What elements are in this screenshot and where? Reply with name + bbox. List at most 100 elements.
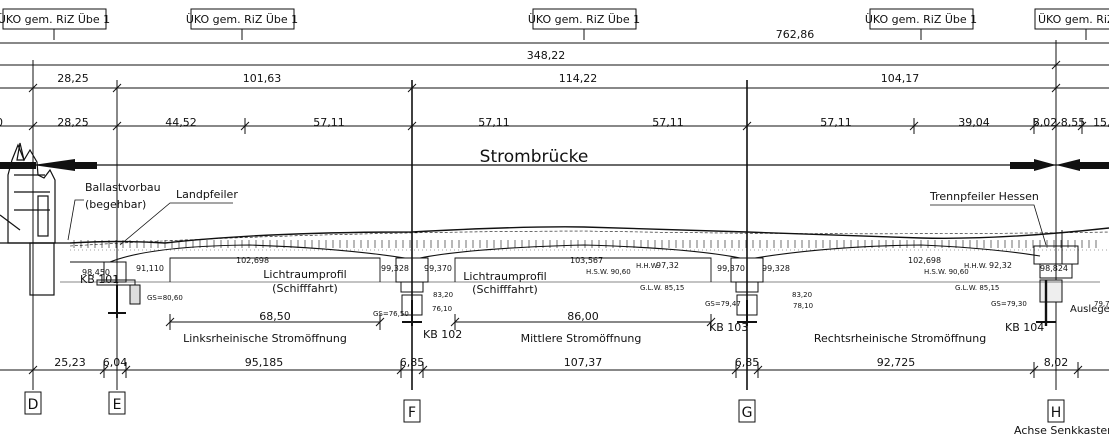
svg-text:57,11: 57,11	[652, 116, 684, 129]
svg-text:57,11: 57,11	[820, 116, 852, 129]
svg-text:6,04: 6,04	[103, 356, 128, 369]
label-trennpfeiler: Trennpfeiler Hessen	[929, 190, 1047, 246]
svg-text:83,20: 83,20	[433, 291, 453, 299]
bridge-tower-left	[0, 142, 70, 296]
pier-kb104	[1033, 230, 1079, 326]
svg-text:8,55: 8,55	[1061, 116, 1086, 129]
svg-text:86,00: 86,00	[567, 310, 599, 323]
reference-box: ÜKO gem. RiZ Übe 1	[865, 8, 977, 40]
svg-text:Lichtraumprofil: Lichtraumprofil	[463, 270, 546, 283]
svg-text:ÜKO gem. RiZ Übe 1: ÜKO gem. RiZ Übe 1	[1038, 13, 1109, 26]
water-levels: H.H.W. H.H.W. H.S.W. 90,60 H.S.W. 90,60 …	[586, 262, 999, 292]
reference-box: ÜKO gem. RiZ Übe 1	[1034, 8, 1109, 40]
svg-text:102,698: 102,698	[908, 256, 941, 265]
reference-box: ÜKO gem. RiZ Übe 1	[186, 8, 298, 40]
clearance-dims	[165, 314, 716, 330]
svg-text:57,11: 57,11	[313, 116, 345, 129]
svg-text:92,32: 92,32	[989, 261, 1012, 270]
svg-text:Trennpfeiler Hessen: Trennpfeiler Hessen	[929, 190, 1039, 203]
svg-text:91,110: 91,110	[136, 264, 164, 273]
svg-text:GS=79,30: GS=79,30	[991, 300, 1027, 308]
svg-text:Landpfeiler: Landpfeiler	[176, 188, 238, 201]
svg-text:28,25: 28,25	[57, 72, 89, 85]
svg-text:ÜKO gem. RiZ Übe 1: ÜKO gem. RiZ Übe 1	[186, 13, 298, 26]
soil-labels: GS=80,60 GS=76,50 GS=79,47 GS=79,30 83,2…	[147, 291, 1109, 318]
reference-box: ÜKO gem. RiZ Übe 1	[0, 8, 110, 40]
dimension-total: 762,86	[0, 28, 1109, 44]
clearance-profile-mid	[454, 257, 712, 282]
svg-text:348,22: 348,22	[527, 49, 566, 62]
bridge-deck	[69, 226, 1109, 263]
axis-marker-d: D	[24, 391, 42, 415]
svg-text:H.H.W.: H.H.W.	[964, 262, 987, 270]
svg-text:92,725: 92,725	[877, 356, 916, 369]
opening-middle: Mittlere Stromöffnung	[521, 332, 642, 345]
foundation-label: KB 101	[80, 273, 119, 286]
svg-text:H.H.W.: H.H.W.	[636, 262, 659, 270]
axis-marker-g: G	[738, 399, 756, 423]
svg-text:104,17: 104,17	[881, 72, 920, 85]
svg-text:102,698: 102,698	[236, 256, 269, 265]
svg-text:25,23: 25,23	[54, 356, 86, 369]
svg-text:15,6: 15,6	[1093, 116, 1109, 129]
svg-text:76,10: 76,10	[432, 305, 452, 313]
dimension-row-1: 28,25 101,63 114,22 104,17	[0, 72, 1109, 96]
svg-text:Lichtraumprofil: Lichtraumprofil	[263, 268, 346, 281]
svg-text:D: D	[28, 397, 39, 413]
foundation-label: Ausleger	[1070, 304, 1109, 315]
svg-text:57,11: 57,11	[478, 116, 510, 129]
river-bridge-extent: Strombrücke	[0, 147, 1109, 171]
svg-text:H.S.W. 90,60: H.S.W. 90,60	[924, 268, 969, 276]
svg-text:0: 0	[0, 116, 3, 129]
reference-box: ÜKO gem. RiZ Übe 1	[528, 8, 640, 40]
elevation-labels: 98,450 91,110 102,698 99,328 99,370 103,…	[82, 256, 1068, 277]
pier-kb103	[730, 257, 764, 326]
label-ballast: Ballastvorbau (begehbar)	[67, 181, 161, 241]
svg-text:83,20: 83,20	[792, 291, 812, 299]
svg-text:6,85: 6,85	[400, 356, 425, 369]
svg-text:762,86: 762,86	[776, 28, 815, 41]
clearance-profile-left	[169, 257, 381, 282]
opening-right: Rechtsrheinische Stromöffnung	[814, 332, 986, 345]
svg-text:39,04: 39,04	[958, 116, 990, 129]
dimension-row-2: 0 28,25 44,52 57,11 57,11 57,11 57,11 39…	[0, 116, 1109, 134]
label-landpfeiler: Landpfeiler	[119, 188, 238, 246]
axis-marker-e: E	[108, 391, 126, 415]
axis-marker-h: H	[1047, 399, 1065, 423]
svg-text:(Schifffahrt): (Schifffahrt)	[272, 282, 338, 295]
svg-text:28,25: 28,25	[57, 116, 89, 129]
svg-text:GS=80,60: GS=80,60	[147, 294, 183, 302]
drawing-title: Strombrücke	[480, 147, 589, 167]
svg-text:44,52: 44,52	[165, 116, 197, 129]
svg-text:8,02: 8,02	[1044, 356, 1069, 369]
foundation-label: KB 102	[423, 328, 462, 341]
svg-text:GS=79,47: GS=79,47	[705, 300, 741, 308]
svg-text:78,10: 78,10	[793, 302, 813, 310]
svg-text:8,02: 8,02	[1033, 116, 1058, 129]
svg-text:ÜKO gem. RiZ Übe 1: ÜKO gem. RiZ Übe 1	[0, 13, 110, 26]
svg-text:99,370: 99,370	[424, 264, 452, 273]
svg-text:98,450: 98,450	[82, 268, 110, 277]
axis-marker-f: F	[403, 399, 421, 423]
svg-text:ÜKO gem. RiZ Übe 1: ÜKO gem. RiZ Übe 1	[528, 13, 640, 26]
svg-text:F: F	[408, 405, 416, 421]
svg-text:(Schifffahrt): (Schifffahrt)	[472, 283, 538, 296]
svg-text:68,50: 68,50	[259, 310, 291, 323]
svg-text:(begehbar): (begehbar)	[85, 198, 146, 211]
svg-text:95,185: 95,185	[245, 356, 284, 369]
svg-text:99,328: 99,328	[762, 264, 790, 273]
pier-kb101	[96, 261, 141, 318]
foundation-label: KB 104	[1005, 321, 1044, 334]
svg-text:GS=76,50: GS=76,50	[373, 310, 409, 318]
svg-text:H.S.W. 90,60: H.S.W. 90,60	[586, 268, 631, 276]
dimension-river-bridge: 348,22	[0, 49, 1109, 75]
svg-text:99,370: 99,370	[717, 264, 745, 273]
svg-text:97,32: 97,32	[656, 261, 679, 270]
svg-text:G.L.W. 85,15: G.L.W. 85,15	[955, 284, 999, 292]
svg-text:Ballastvorbau: Ballastvorbau	[85, 181, 161, 194]
svg-text:103,567: 103,567	[570, 256, 603, 265]
svg-text:99,328: 99,328	[381, 264, 409, 273]
dimension-row-bottom: 25,23 6,04 95,185 6,85 107,37 6,85 92,72…	[0, 356, 1109, 378]
opening-left: Linksrheinische Stromöffnung	[183, 332, 347, 345]
